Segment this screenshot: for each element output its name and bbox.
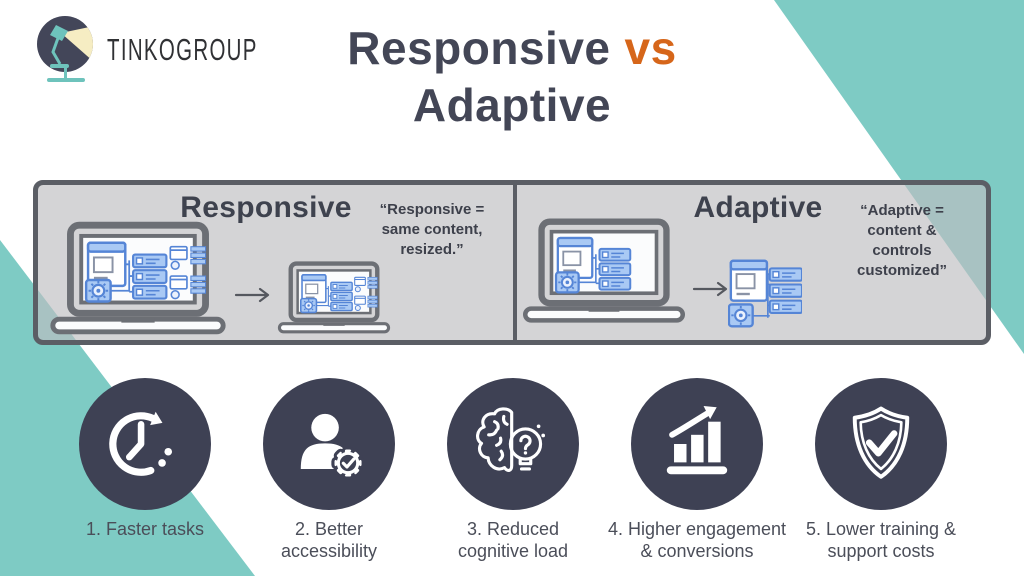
adaptive-section: Adaptive “Adaptive = content & controls … [512, 185, 986, 340]
title-line-2: Adaptive [412, 79, 612, 131]
panel-divider [513, 185, 517, 340]
brand-name: TINKOGROUP [107, 32, 258, 67]
benefit-reduced-cognitive-load: 3. Reduced cognitive load [413, 378, 613, 562]
clock-history-icon [109, 411, 173, 476]
benefit-higher-engagement: 4. Higher engagement & conversions [597, 378, 797, 562]
responsive-section: Responsive “Responsive = same content, r… [38, 185, 512, 340]
title-vs: vs [624, 22, 677, 74]
benefit-faster-tasks: 1. Faster tasks [45, 378, 245, 540]
title-word-responsive: Responsive [347, 22, 611, 74]
shield-check-icon [852, 406, 910, 479]
person-gear-icon [300, 413, 365, 480]
benefit-label: 2. Better accessibility [280, 519, 378, 561]
brain-lightbulb-icon [476, 407, 546, 472]
benefit-label: 1. Faster tasks [85, 519, 205, 539]
adaptive-heading: Adaptive [693, 191, 823, 224]
customized-layout-icon [728, 259, 802, 328]
desk-lamp-icon [37, 16, 93, 82]
benefit-label: 3. Reduced cognitive load [457, 519, 569, 561]
laptop-adaptive-icon [518, 218, 690, 325]
benefit-better-accessibility: 2. Better accessibility [229, 378, 429, 562]
benefit-label: 4. Higher engagement & conversions [607, 519, 787, 561]
responsive-quote: “Responsive = same content, resized.” [379, 201, 485, 258]
bar-chart-growth-icon [666, 405, 728, 475]
adaptive-quote: “Adaptive = content & controls customize… [856, 202, 947, 279]
laptop-large-icon [45, 221, 231, 337]
arrow-right-icon [234, 287, 270, 303]
benefit-lower-training-costs: 5. Lower training & support costs [781, 378, 981, 562]
benefit-label: 5. Lower training & support costs [805, 519, 957, 561]
laptop-small-icon [274, 261, 394, 335]
comparison-panel: Responsive “Responsive = same content, r… [33, 180, 991, 345]
responsive-heading: Responsive [180, 191, 352, 224]
arrow-right-icon [692, 281, 728, 297]
